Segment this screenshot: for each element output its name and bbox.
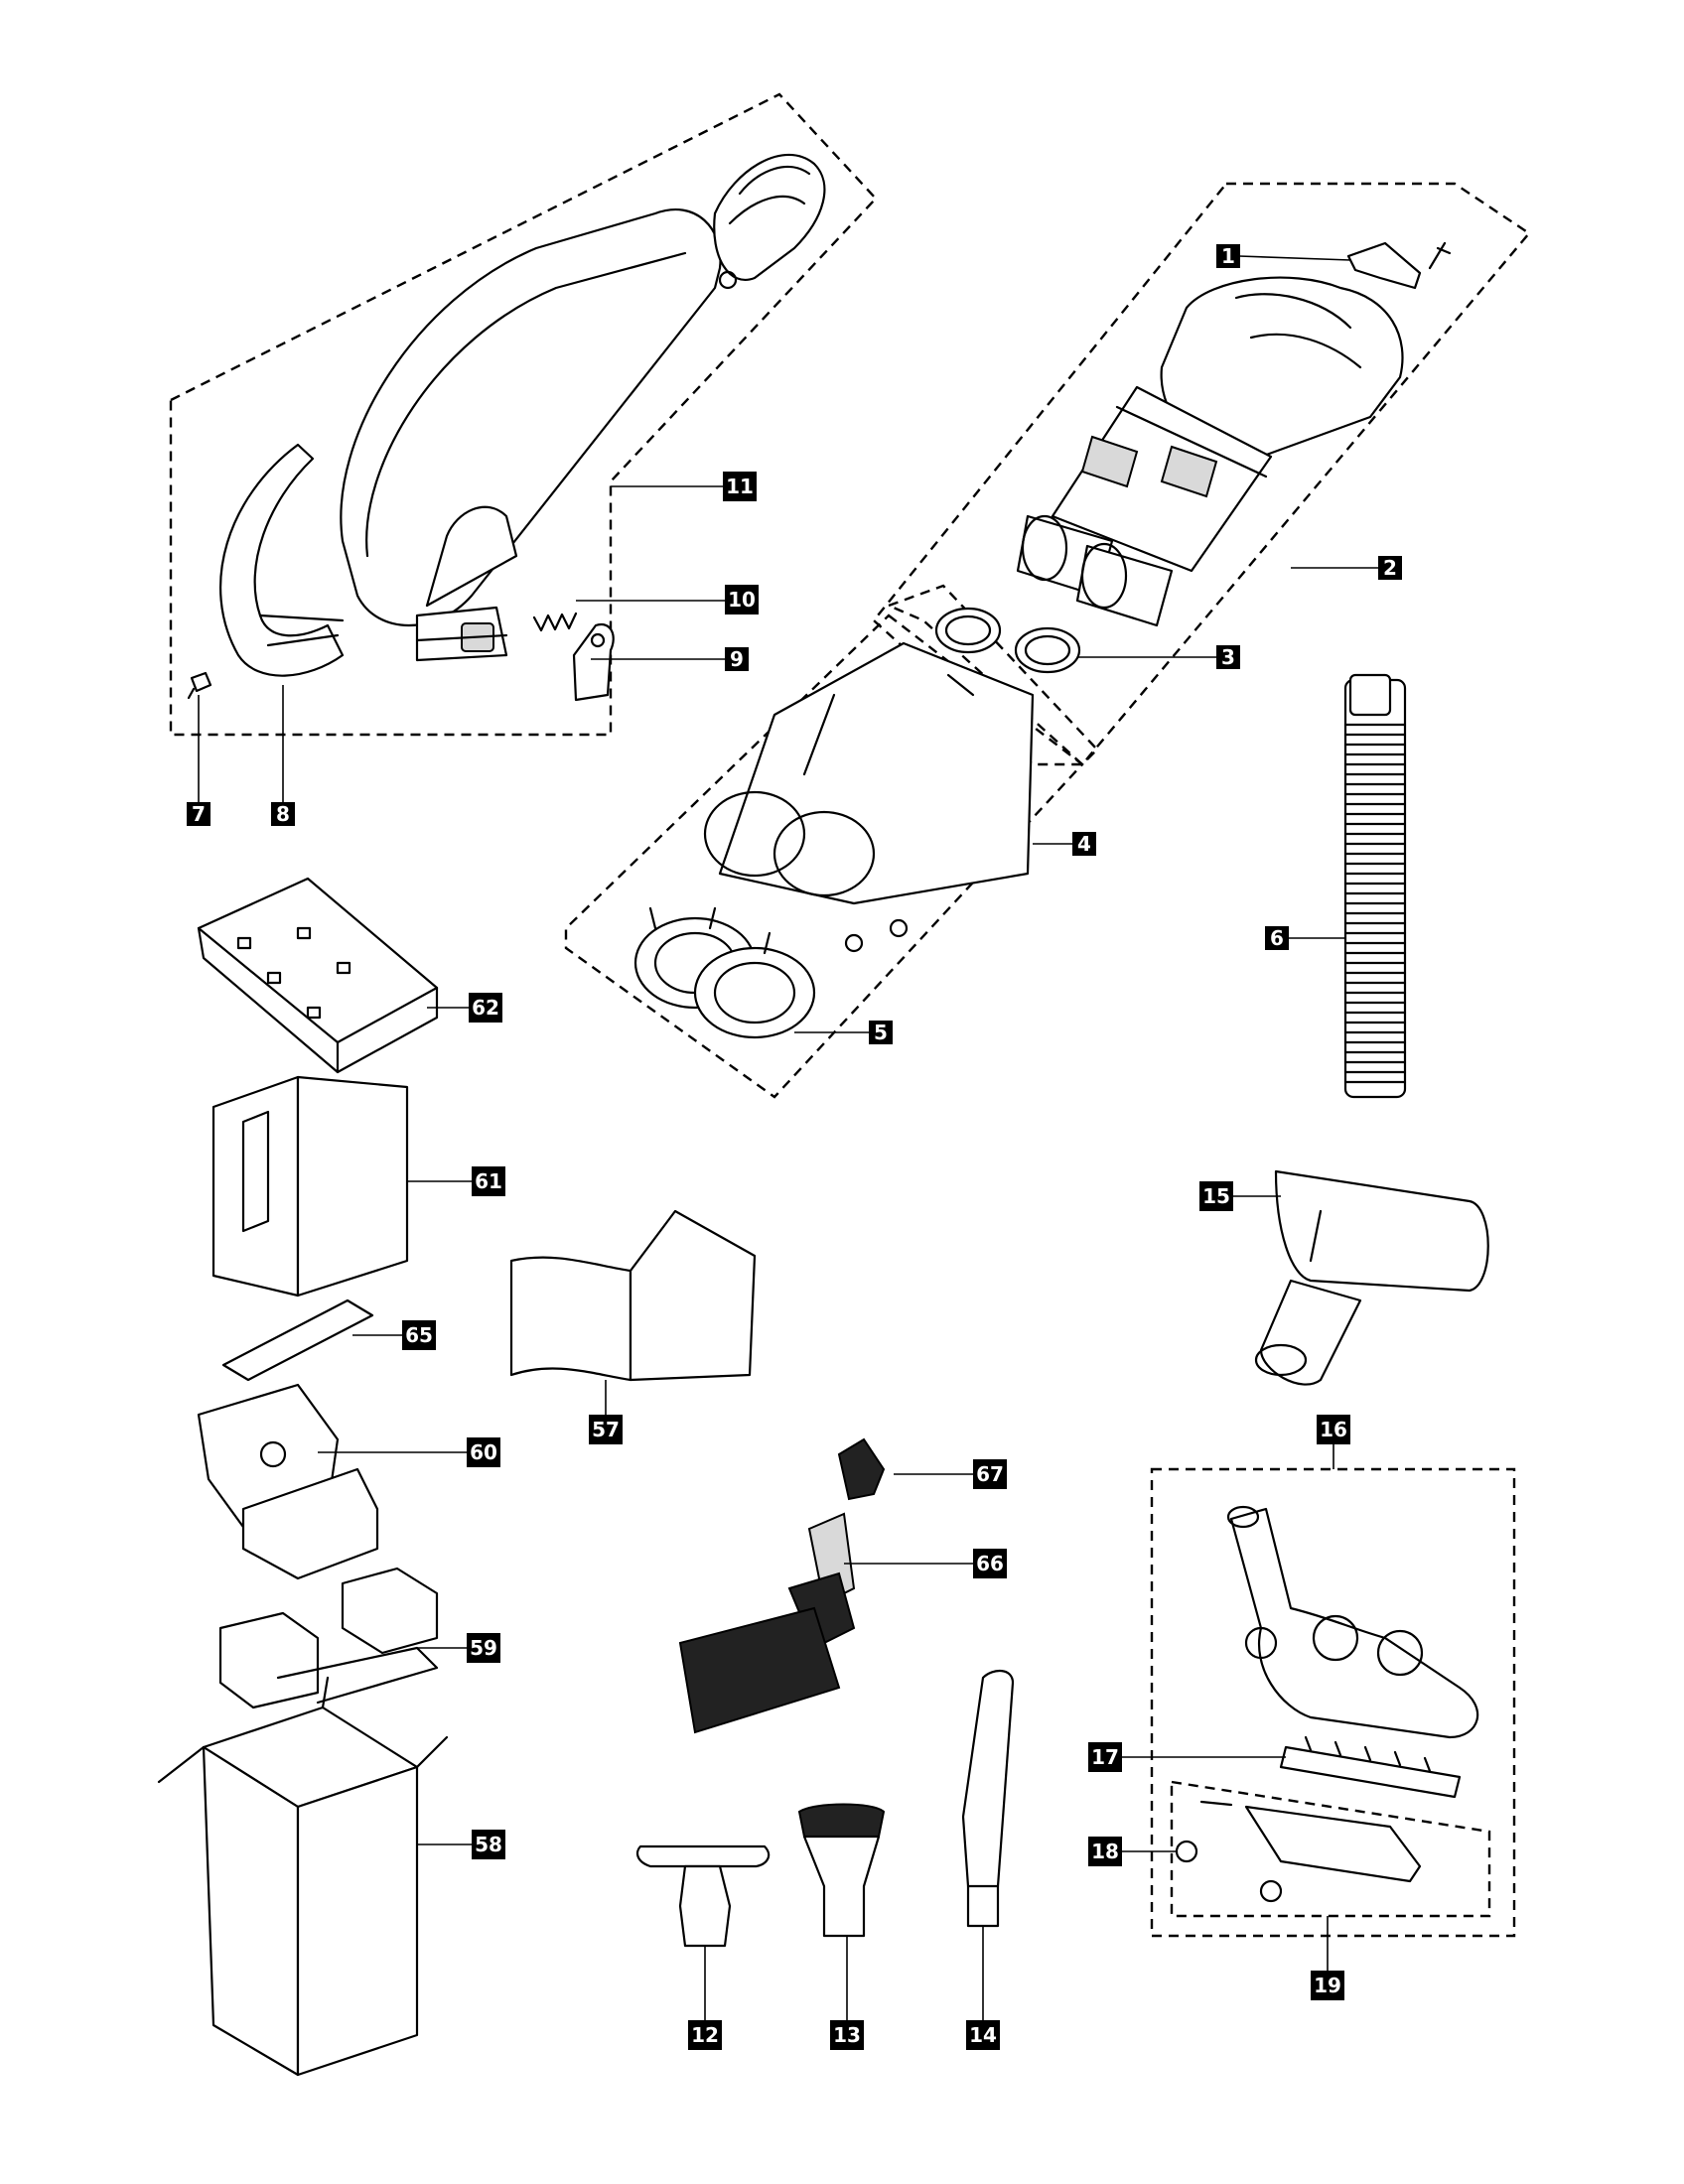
motorhead-part: [1226, 1505, 1479, 1739]
label-7: 7: [187, 802, 210, 826]
label-57: 57: [589, 1415, 623, 1444]
manual-part: [509, 1209, 757, 1382]
label-59: 59: [467, 1633, 500, 1663]
label-18: 18: [1088, 1837, 1122, 1866]
packing-cubes-part: [218, 1567, 439, 1709]
label-3: 3: [1216, 645, 1240, 669]
label-65: 65: [402, 1320, 436, 1350]
svg-text:5: 5: [874, 1021, 888, 1044]
wheels-part: [1175, 1840, 1283, 1903]
svg-text:17: 17: [1091, 1745, 1119, 1769]
svg-text:66: 66: [976, 1552, 1004, 1575]
wand-handle-assembly: [340, 153, 826, 662]
svg-text:58: 58: [475, 1833, 502, 1856]
group-3-boundary: [885, 584, 1099, 766]
svg-text:7: 7: [192, 802, 206, 826]
label-16: 16: [1317, 1415, 1350, 1444]
label-61: 61: [472, 1166, 505, 1196]
brush-bar-part: [1279, 1735, 1462, 1799]
svg-text:67: 67: [976, 1462, 1004, 1486]
spring-part: [532, 612, 578, 632]
label-14: 14: [966, 2020, 1000, 2050]
label-66: 66: [973, 1549, 1007, 1578]
svg-text:61: 61: [475, 1169, 502, 1193]
svg-text:6: 6: [1270, 926, 1284, 950]
stair-tool-part: [635, 1844, 771, 1948]
group-4-boundary: [564, 614, 1084, 1099]
filter-housing-part: [703, 641, 1035, 953]
label-17: 17: [1088, 1742, 1122, 1772]
svg-text:16: 16: [1320, 1418, 1347, 1441]
svg-text:13: 13: [833, 2023, 861, 2047]
cardboard-tray-part: [197, 1383, 379, 1580]
svg-text:62: 62: [472, 996, 499, 1020]
svg-text:10: 10: [728, 588, 756, 612]
svg-text:12: 12: [691, 2023, 719, 2047]
label-67: 67: [973, 1459, 1007, 1489]
svg-text:3: 3: [1221, 645, 1235, 669]
cyclone-assembly: [1016, 276, 1404, 627]
cardboard-strip-part: [221, 1298, 374, 1382]
soleplate-part: [1199, 1800, 1422, 1883]
label-2: 2: [1378, 556, 1402, 580]
screw-part: [187, 671, 212, 700]
label-5: 5: [869, 1021, 893, 1044]
label-9: 9: [725, 647, 749, 671]
label-10: 10: [725, 585, 759, 614]
flexible-hose-part: [1343, 673, 1407, 1099]
svg-text:14: 14: [969, 2023, 997, 2047]
svg-text:4: 4: [1077, 832, 1091, 856]
svg-text:2: 2: [1383, 556, 1397, 580]
svg-text:15: 15: [1202, 1184, 1230, 1208]
svg-text:18: 18: [1091, 1840, 1119, 1863]
svg-text:9: 9: [730, 647, 744, 671]
label-8: 8: [271, 802, 295, 826]
label-19: 19: [1311, 1971, 1344, 2000]
label-11: 11: [723, 472, 757, 501]
shipping-box-part: [157, 1676, 449, 2077]
label-58: 58: [472, 1830, 505, 1859]
label-1: 1: [1216, 244, 1240, 268]
label-60: 60: [467, 1437, 500, 1467]
group-16-boundary: [1150, 1467, 1516, 1938]
combination-tool-part: [1254, 1169, 1489, 1386]
svg-text:11: 11: [726, 475, 754, 498]
svg-text:8: 8: [276, 802, 290, 826]
crevice-tool-part: [961, 1670, 1015, 1928]
adaptor-part: [837, 1437, 886, 1501]
clip-part: [1346, 241, 1452, 290]
catch-part: [572, 622, 615, 702]
svg-text:65: 65: [405, 1323, 433, 1347]
filter-base-part: [633, 906, 816, 1039]
label-6: 6: [1265, 926, 1289, 950]
label-15: 15: [1199, 1181, 1233, 1211]
seal-rings-part: [934, 607, 1081, 674]
svg-text:60: 60: [470, 1440, 497, 1464]
svg-text:59: 59: [470, 1636, 497, 1660]
svg-text:1: 1: [1221, 244, 1235, 268]
front-bumper-part: [219, 443, 345, 677]
group-2-boundary: [872, 182, 1531, 766]
cardboard-insert-part: [211, 1075, 409, 1297]
label-13: 13: [830, 2020, 864, 2050]
label-12: 12: [688, 2020, 722, 2050]
label-4: 4: [1072, 832, 1096, 856]
group-19-boundary: [1170, 1780, 1491, 1918]
foam-insert-part: [197, 877, 439, 1074]
svg-text:19: 19: [1314, 1974, 1341, 1997]
svg-text:57: 57: [592, 1418, 620, 1441]
label-62: 62: [469, 993, 502, 1023]
leader-1: [1238, 255, 1351, 261]
dusting-brush-part: [797, 1803, 886, 1938]
group-11-boundary: [169, 92, 878, 737]
mini-turbine-tool-part: [678, 1512, 856, 1734]
